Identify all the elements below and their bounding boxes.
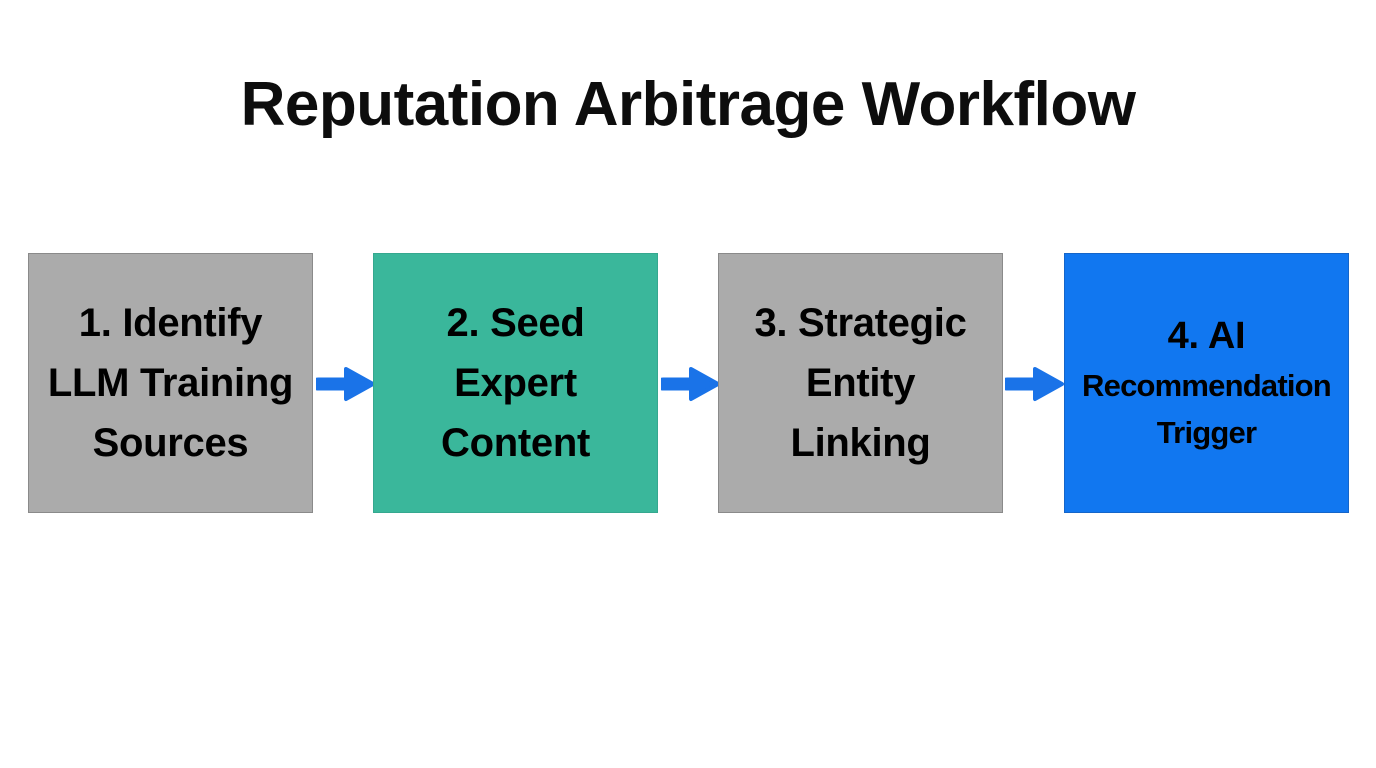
page-title: Reputation Arbitrage Workflow	[240, 70, 1136, 139]
node-2-line-2: Expert	[454, 361, 577, 405]
node-3-line-2: Entity	[805, 361, 916, 405]
node-3-line-1: 3. Strategic	[754, 301, 967, 345]
workflow-flow: 1. Identify LLM Training Sources 2. Seed…	[28, 253, 1350, 515]
node-3-line-3: Linking	[790, 421, 931, 465]
node-1-line-2: LLM Training	[47, 361, 294, 405]
node-1-line-3: Sources	[92, 421, 249, 465]
node-4-line-2: Recommendation	[1082, 368, 1332, 403]
node-2-line-1: 2. Seed	[446, 301, 585, 345]
workflow-node-1[interactable]: 1. Identify LLM Training Sources	[28, 253, 313, 513]
right-arrow-icon	[316, 365, 376, 403]
workflow-node-4[interactable]: 4. AI Recommendation Trigger	[1064, 253, 1349, 513]
node-4-line-3: Trigger	[1156, 415, 1257, 450]
node-2-line-3: Content	[441, 421, 590, 465]
right-arrow-icon	[661, 365, 721, 403]
node-1-line-1: 1. Identify	[78, 301, 263, 345]
workflow-node-2[interactable]: 2. Seed Expert Content	[373, 253, 658, 513]
workflow-node-3[interactable]: 3. Strategic Entity Linking	[718, 253, 1003, 513]
node-4-line-1: 4. AI	[1167, 315, 1246, 357]
right-arrow-icon	[1005, 365, 1065, 403]
